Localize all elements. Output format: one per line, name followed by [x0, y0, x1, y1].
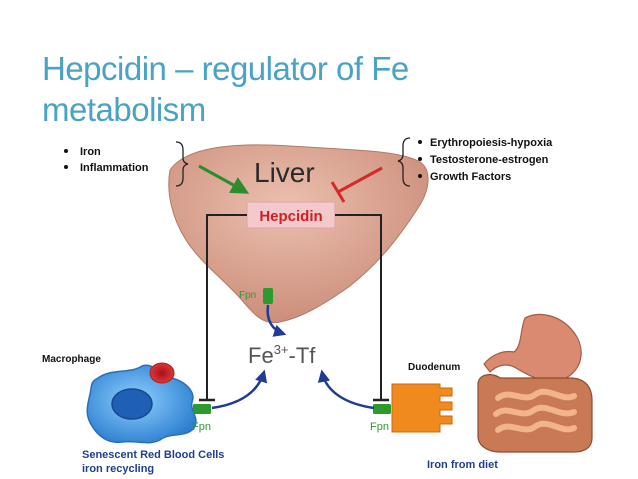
inhibitor-line — [337, 166, 383, 194]
hepcidin-label: Hepcidin — [259, 208, 322, 225]
input-inflammation: Inflammation — [80, 162, 149, 174]
fpn-liver — [263, 288, 273, 304]
hepcidin-line-right — [335, 214, 382, 400]
input-testosterone: Testosterone-estrogen — [430, 154, 549, 166]
input-erythropoiesis: Erythropoiesis-hypoxia — [430, 137, 553, 149]
fpn-liver-label: Fpn — [239, 290, 256, 301]
liver-label: Liver — [254, 157, 315, 188]
rbc-caption-2: iron recycling — [82, 463, 154, 475]
title-line-2: metabolism — [42, 91, 206, 128]
small-intestine — [493, 388, 577, 433]
hepcidin-line-left — [206, 214, 247, 400]
fe-tf-label: Fe3+-Tf — [248, 342, 316, 368]
fpn-duodenum-label: Fpn — [370, 421, 389, 433]
left-brace — [175, 141, 189, 187]
stomach — [483, 313, 582, 382]
digestive-tract — [477, 313, 593, 453]
duodenum-enterocyte — [391, 383, 453, 433]
fe-symbol: Fe — [248, 343, 274, 368]
macrophage-label: Macrophage — [42, 354, 101, 365]
bullet — [418, 174, 422, 178]
macrophage-export-arrow — [211, 369, 268, 410]
left-input-list: Iron Inflammation — [64, 141, 189, 187]
red-blood-cell — [149, 362, 175, 384]
fpn-duodenum — [373, 404, 391, 414]
fpn-macrophage-label: Fpn — [192, 421, 211, 433]
inhibitor-bar — [330, 181, 346, 203]
liver-export-arrow — [266, 304, 287, 337]
rbc-caption-1: Senescent Red Blood Cells — [82, 449, 224, 461]
slide-title: Hepcidin – regulator of Fe metabolism — [42, 48, 602, 130]
bullet — [418, 157, 422, 161]
transferrin-label: -Tf — [289, 343, 317, 368]
bullet — [64, 165, 68, 169]
bullet — [64, 149, 68, 153]
duodenum-label: Duodenum — [408, 362, 460, 373]
input-iron: Iron — [80, 146, 101, 158]
title-line-1: Hepcidin – regulator of Fe — [42, 50, 409, 87]
fe-charge: 3+ — [274, 342, 289, 357]
activator-arrow — [198, 164, 250, 194]
fpn-macrophage — [193, 404, 211, 414]
right-input-list: Erythropoiesis-hypoxia Testosterone-estr… — [397, 137, 553, 187]
right-brace — [397, 137, 411, 187]
duodenum-export-arrow — [317, 369, 375, 410]
bullet — [418, 140, 422, 144]
macrophage-nucleus — [111, 388, 153, 420]
input-growth-factors: Growth Factors — [430, 171, 511, 183]
diet-caption: Iron from diet — [427, 459, 498, 471]
